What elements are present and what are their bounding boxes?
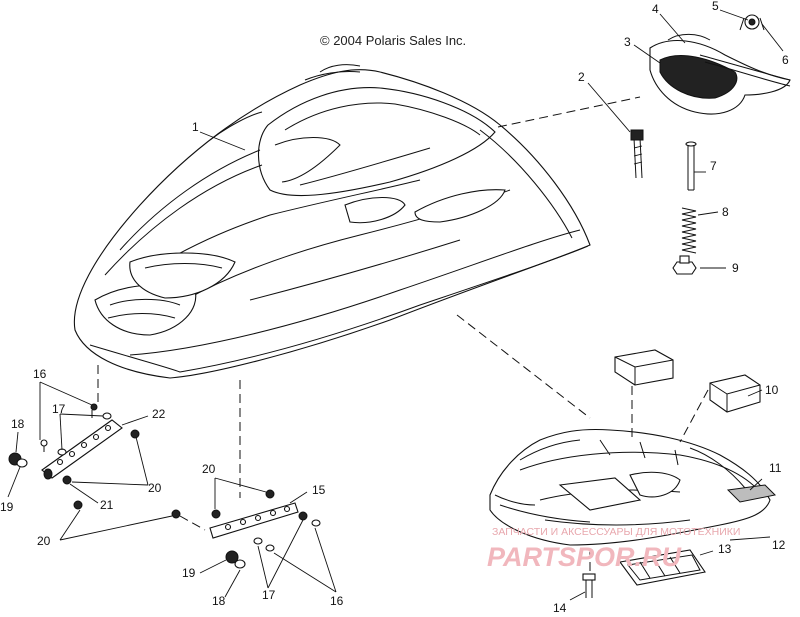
callout-22: 22 [152,407,166,421]
part-9-nut [672,255,697,275]
callout-13: 13 [718,542,732,556]
part-8-spring [681,207,697,254]
copyright-text: © 2004 Polaris Sales Inc. [320,33,467,48]
callout-18-left: 18 [11,417,25,431]
callout-1: 1 [192,120,199,134]
callout-18-right: 18 [212,594,226,608]
hood-part [73,64,591,379]
callout-21: 21 [100,498,114,512]
part-11-plate [726,484,777,503]
callout-14: 14 [553,601,567,615]
callout-11: 11 [769,461,782,475]
callout-17-right: 17 [262,588,276,602]
right-fasteners [171,489,321,569]
callout-15: 15 [312,483,326,497]
callout-6: 6 [782,53,789,67]
callout-20-c: 20 [202,462,216,476]
part-7-pin [685,141,697,191]
foam-block-10 [709,374,761,413]
callout-7: 7 [710,159,717,173]
watermark-tagline: ЗАПЧАСТИ И АКСЕССУАРЫ ДЛЯ МОТОТЕХНИКИ [492,526,740,538]
leader-lines [7,9,784,601]
watermark: ЗАПЧАСТИ И АКСЕССУАРЫ ДЛЯ МОТОТЕХНИКИ PA… [487,526,740,572]
left-fasteners [8,403,140,510]
watermark-logo: PARTSPOR.RU [487,542,683,572]
foam-block-left [614,349,674,386]
callout-2: 2 [578,70,585,84]
callout-20-b: 20 [37,534,51,548]
callout-12: 12 [772,538,786,552]
headlight-assembly [649,14,791,115]
right-bracket-15 [209,502,299,539]
callout-16-right: 16 [330,594,344,608]
callout-4: 4 [652,2,659,16]
callout-10: 10 [765,383,779,397]
belly-pan-part [489,428,771,546]
callout-19-left: 19 [0,500,14,514]
assembly-lines [97,96,709,572]
callout-3: 3 [624,35,631,49]
callout-8: 8 [722,205,729,219]
callout-16-left: 16 [33,367,47,381]
part-13-grille [619,549,706,586]
callout-17-left: 17 [52,402,66,416]
callout-9: 9 [732,261,739,275]
callout-20-a: 20 [148,481,162,495]
callout-19-right: 19 [182,566,196,580]
left-bracket-22 [41,419,123,480]
part-2-strut [630,129,644,179]
callout-5: 5 [712,0,719,13]
part-14-bolt [582,573,596,598]
